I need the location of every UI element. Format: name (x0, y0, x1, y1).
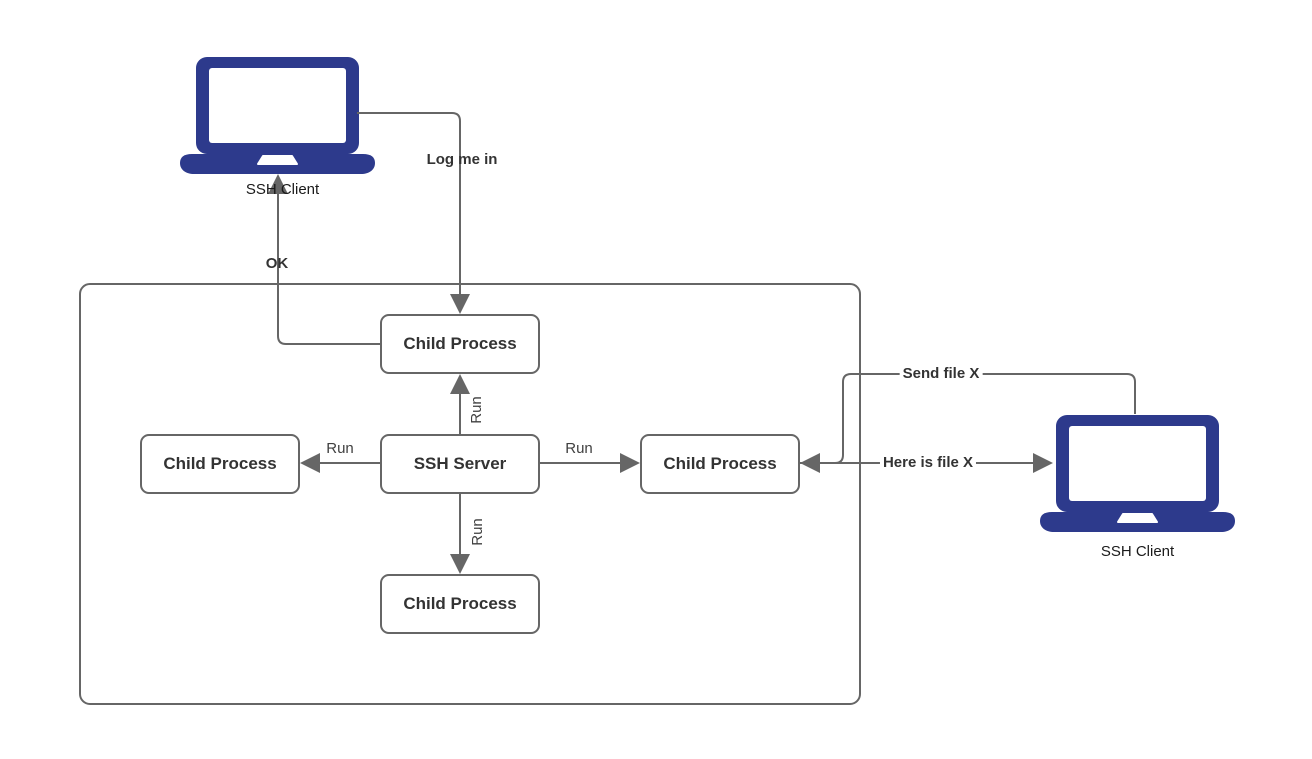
edge-ok (268, 174, 380, 345)
edge-label-ok: OK (265, 254, 289, 272)
node-ssh-server: SSH Server (380, 434, 540, 494)
node-child-process-right: Child Process (640, 434, 800, 494)
ssh-client-right-label: SSH Client (1100, 543, 1175, 560)
node-child-process-left: Child Process (140, 434, 300, 494)
edge-send-file-x (800, 373, 1136, 473)
laptop-icon-top-client (179, 56, 376, 175)
edge-label-run-up: Run (467, 396, 485, 424)
edge-label-run-down: Run (468, 518, 486, 546)
edge-log-me-in (357, 112, 470, 314)
ssh-client-top-label: SSH Client (245, 181, 320, 198)
node-child-process-top: Child Process (380, 314, 540, 374)
edge-label-run-right: Run (565, 439, 593, 457)
server-host-container (79, 283, 861, 705)
edge-label-run-left: Run (326, 439, 354, 457)
edge-label-log-me-in: Log me in (426, 150, 498, 168)
edge-label-here-is-file-x: Here is file X (879, 454, 977, 472)
node-child-process-bottom: Child Process (380, 574, 540, 634)
laptop-icon-right-client (1039, 414, 1236, 533)
edge-label-send-file-x: Send file X (899, 365, 983, 383)
